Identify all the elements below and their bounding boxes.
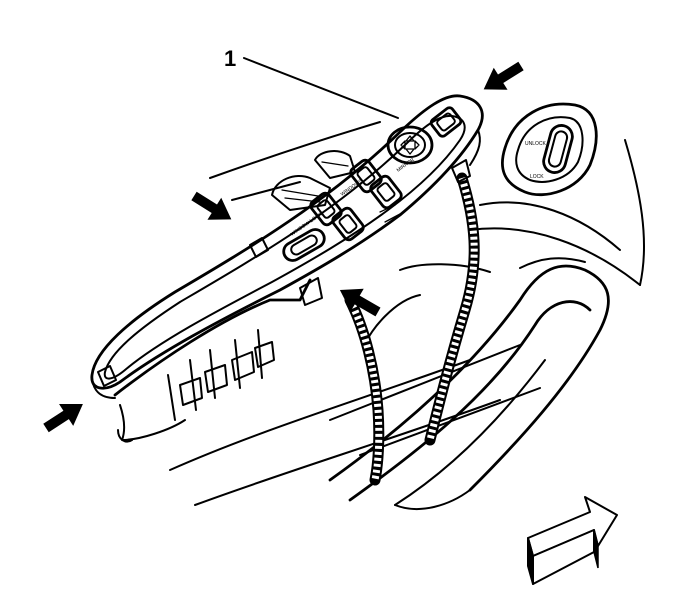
callout-number: 1: [224, 46, 236, 71]
arrow-icon: [483, 61, 524, 90]
retaining-tab-lower: [299, 277, 323, 306]
arrow-icon: [191, 191, 232, 220]
arrow-icon: [43, 404, 83, 433]
view-direction-arrow-icon: [527, 496, 618, 585]
front-window-switches: [309, 191, 365, 242]
lock-label: LOCK: [530, 174, 544, 180]
rear-window-switches: [349, 158, 403, 210]
arrow-icon: [339, 288, 381, 317]
window-switch-panel: MIRROR WINDOWS WINDOW LOCK: [90, 94, 484, 443]
indicator-arrows: [43, 61, 524, 433]
door-lock-switch: UNLOCK LOCK: [500, 102, 598, 197]
retaining-tab-front: [97, 365, 117, 387]
callout-1: 1: [224, 46, 399, 119]
unlock-label: UNLOCK: [525, 141, 547, 147]
retaining-tab-left: [249, 237, 269, 258]
wiring-harness: [344, 172, 480, 486]
retaining-tab-rear: [451, 159, 471, 183]
